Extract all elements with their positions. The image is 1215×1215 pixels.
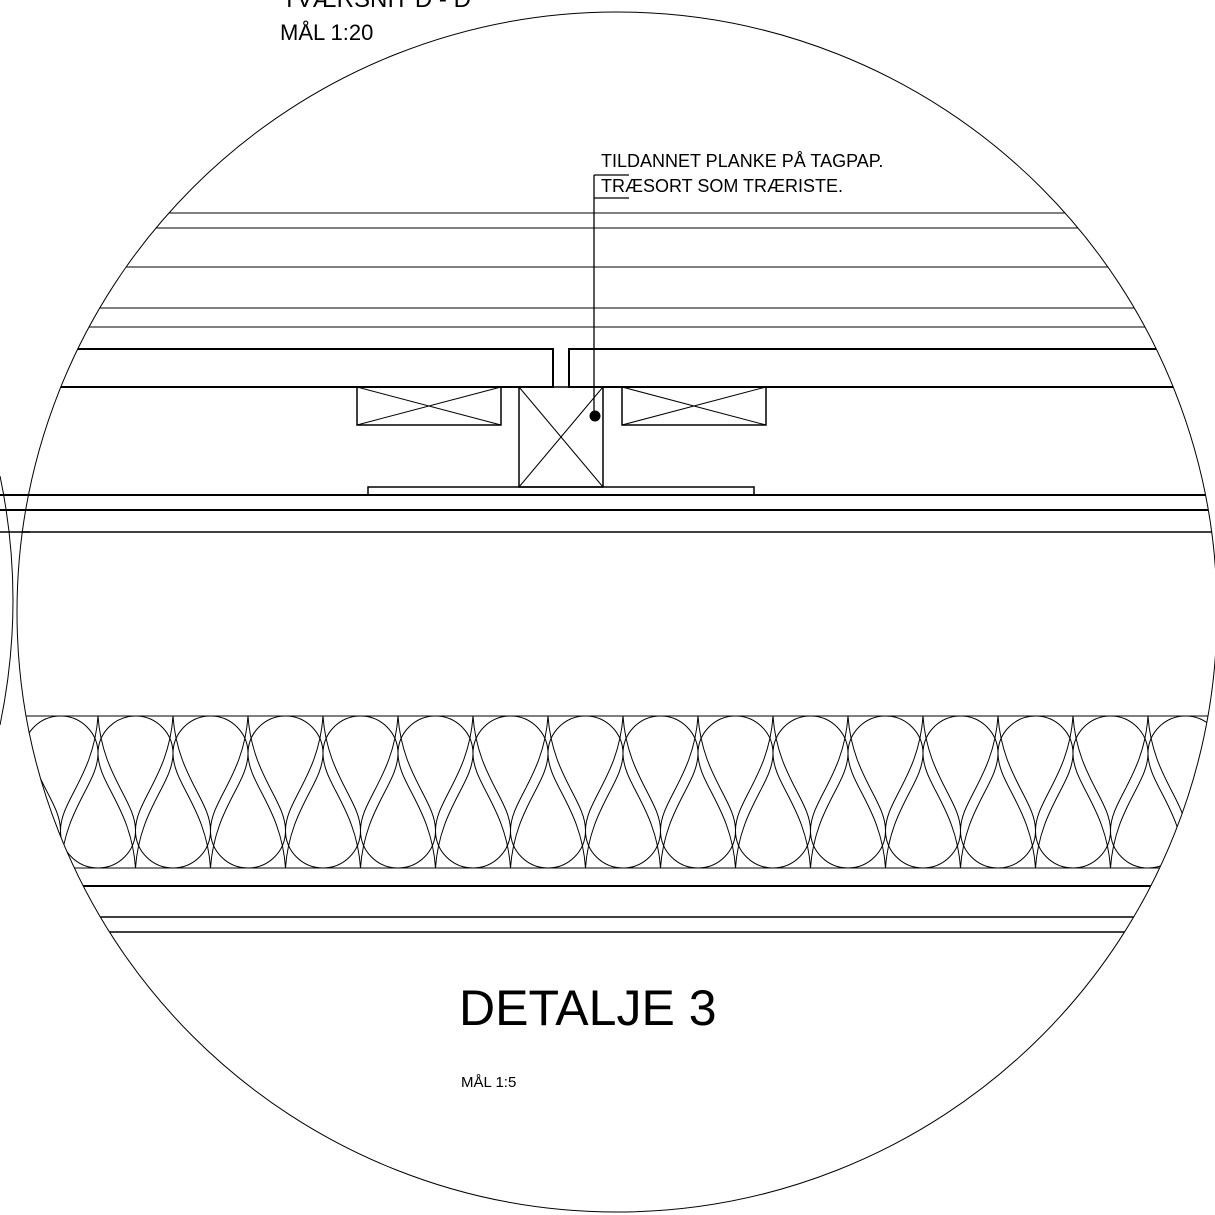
center-post [518, 386, 604, 488]
insulation-loop [772, 715, 849, 869]
insulation-loop [22, 715, 99, 869]
section-title: TVÆRSNIT D - D [282, 0, 471, 14]
detail-boundary-circle [16, 11, 1215, 1213]
insulation-loop [135, 715, 212, 869]
insulation-loop [472, 715, 549, 869]
tar-paper-strip [367, 486, 755, 496]
insulation-loop [1185, 715, 1215, 869]
insulation-loop [922, 715, 999, 869]
insulation-loop [510, 715, 587, 869]
insulation-loop [585, 715, 662, 869]
detail-scale: MÅL 1:5 [461, 1074, 517, 1091]
insulation-loop [97, 715, 174, 869]
detail-title: DETALJE 3 [459, 980, 717, 1036]
insulation-loop [285, 715, 362, 869]
insulation-loop [247, 715, 324, 869]
annotation-line-2: TRÆSORT SOM TRÆRISTE. [601, 176, 844, 196]
deck-plank-right [568, 348, 1215, 388]
batten-right [621, 386, 767, 426]
insulation-loop [1147, 715, 1215, 869]
insulation-loop [17, 715, 24, 869]
deck-plank-left [17, 348, 554, 388]
insulation-loop [1072, 715, 1149, 869]
insulation-loop [735, 715, 812, 869]
insulation-loop [60, 715, 137, 869]
insulation-loop [1035, 715, 1112, 869]
insulation-loop [172, 715, 249, 869]
insulation-loop [435, 715, 512, 869]
insulation-loop [622, 715, 699, 869]
insulation-pattern [17, 715, 1215, 869]
adjacent-detail-circle [0, 475, 14, 726]
annotation-leader [593, 174, 629, 415]
annotation-line-1: TILDANNET PLANKE PÅ TAGPAP. [601, 151, 884, 171]
leader-dot [589, 410, 601, 422]
batten-left [356, 386, 502, 426]
insulation-loop [547, 715, 624, 869]
insulation-loop [322, 715, 399, 869]
insulation-loop [360, 715, 437, 869]
insulation-loop [210, 715, 287, 869]
insulation-loop [960, 715, 1037, 869]
insulation-loop [697, 715, 774, 869]
section-scale: MÅL 1:20 [280, 20, 374, 45]
insulation-loop [997, 715, 1074, 869]
insulation-loop [885, 715, 962, 869]
insulation-loop [660, 715, 737, 869]
insulation-loop [1110, 715, 1187, 869]
insulation-loop [810, 715, 887, 869]
insulation-loop [397, 715, 474, 869]
insulation-loop [847, 715, 924, 869]
